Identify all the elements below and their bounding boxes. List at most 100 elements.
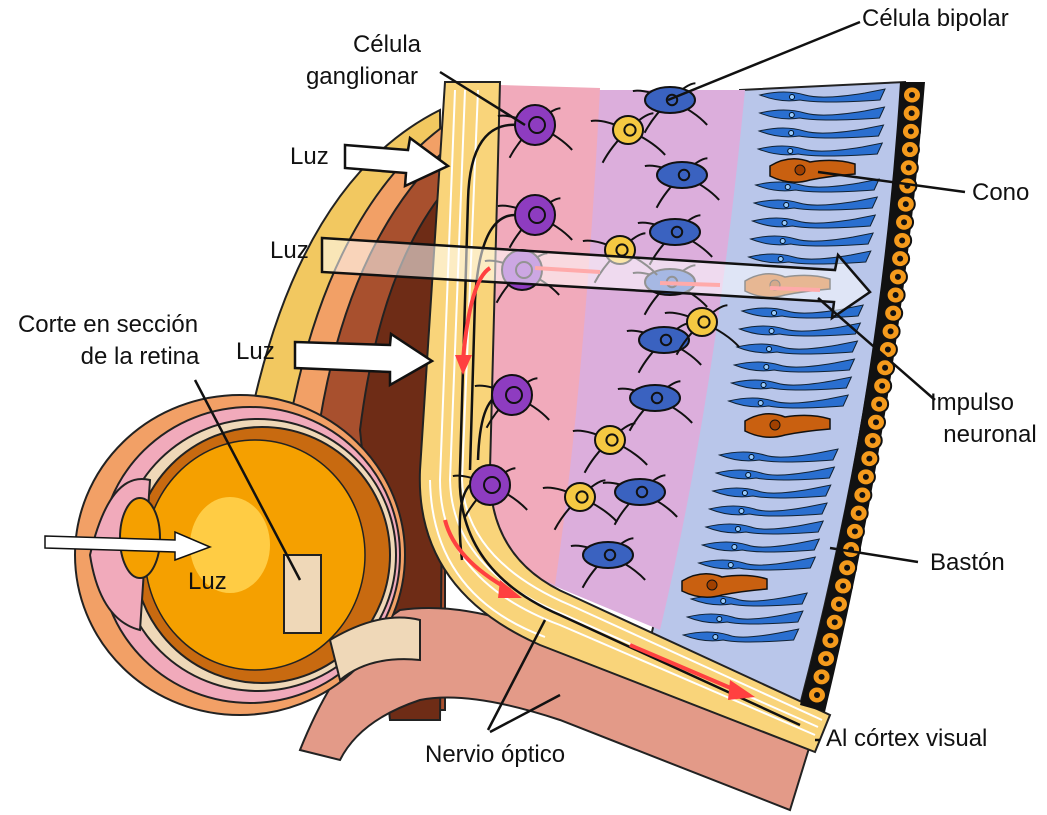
pigment-nucleus bbox=[827, 637, 834, 644]
pigment-epithelium bbox=[800, 82, 925, 712]
pigment-nucleus bbox=[859, 492, 866, 498]
pigment-nucleus bbox=[909, 92, 915, 98]
light-arrows bbox=[44, 135, 872, 562]
rod-nucleus bbox=[720, 598, 727, 604]
amacrine-cell-nucleus bbox=[575, 490, 589, 504]
label-light-2: Luz bbox=[270, 237, 309, 264]
pigment-nucleus bbox=[831, 619, 838, 626]
pigment-nucleus bbox=[907, 128, 914, 135]
pigment-nucleus bbox=[899, 237, 906, 244]
rod-cell bbox=[714, 466, 836, 481]
pigment-nucleus bbox=[872, 419, 879, 426]
rod-cells bbox=[681, 88, 886, 643]
bipolar-cell-nucleus bbox=[659, 333, 673, 347]
rod-nucleus bbox=[727, 562, 734, 568]
amacrine-cell-nucleus bbox=[605, 433, 619, 447]
rod-nucleus bbox=[789, 94, 795, 100]
rod-nucleus bbox=[768, 328, 775, 334]
pigment-nucleus bbox=[894, 273, 901, 280]
pigment-nucleus bbox=[884, 346, 891, 353]
light-arrow-1 bbox=[343, 135, 451, 189]
impulse-arrows bbox=[443, 266, 821, 694]
impulse-arrowheads bbox=[455, 355, 755, 700]
rod-cell bbox=[700, 538, 821, 553]
rod-cell bbox=[697, 556, 817, 571]
rod-nucleus bbox=[738, 508, 745, 514]
rod-nucleus bbox=[783, 202, 790, 208]
pigment-nucleus bbox=[869, 437, 876, 444]
nerve-fiber-layer bbox=[418, 81, 832, 754]
light-arrow-2 bbox=[293, 331, 435, 388]
pigment-nucleus bbox=[902, 201, 909, 208]
amacrine-cell-nucleus bbox=[615, 243, 629, 257]
bipolar-cell-nucleus bbox=[670, 225, 684, 239]
bipolar-cell-nucleus bbox=[635, 485, 649, 499]
pigment-nucleus bbox=[876, 401, 883, 408]
rod-nucleus bbox=[748, 454, 755, 460]
pigment-nucleus bbox=[866, 455, 873, 462]
ganglion-cell-nucleus bbox=[528, 206, 546, 224]
rod-nucleus bbox=[779, 238, 786, 244]
ganglion-cell-nucleus bbox=[528, 116, 546, 134]
rod-nucleus bbox=[763, 364, 770, 370]
pigment-nucleus bbox=[908, 110, 915, 117]
cone-cell bbox=[681, 573, 768, 598]
bipolar-cell-nucleus bbox=[677, 168, 691, 182]
pigment-nucleus bbox=[882, 364, 889, 371]
label-light-3: Luz bbox=[236, 338, 275, 365]
label-cone: Cono bbox=[972, 179, 1029, 206]
label-light-eye: Luz bbox=[188, 568, 227, 595]
leader-lines bbox=[193, 20, 966, 742]
cone-nucleus bbox=[794, 164, 806, 176]
rod-nucleus bbox=[788, 112, 795, 118]
rod-cell bbox=[707, 502, 828, 517]
ganglion-cell-nucleus bbox=[483, 476, 501, 494]
rod-nucleus bbox=[788, 130, 795, 136]
cone-cell bbox=[769, 158, 856, 183]
rod-nucleus bbox=[787, 148, 794, 154]
nerve-fibers bbox=[429, 89, 823, 736]
pigment-nucleus bbox=[862, 473, 869, 480]
label-rod: Bastón bbox=[930, 549, 1005, 576]
bipolar-cell-nucleus bbox=[650, 391, 664, 405]
pigment-nucleus bbox=[855, 510, 862, 517]
label-optic-nerve: Nervio óptico bbox=[425, 741, 565, 768]
rod-nucleus bbox=[777, 256, 784, 262]
rod-cell bbox=[704, 520, 825, 535]
rod-nucleus bbox=[760, 382, 767, 388]
pigment-nucleus bbox=[814, 692, 820, 698]
label-visual-cortex: Al córtex visual bbox=[826, 725, 987, 752]
rod-cell bbox=[681, 628, 800, 643]
pigment-nucleus bbox=[906, 146, 913, 153]
pigment-nucleus bbox=[844, 564, 851, 571]
pigment-nucleus bbox=[879, 382, 886, 389]
rod-nucleus bbox=[771, 310, 778, 316]
amacrine-cell-nucleus bbox=[697, 315, 711, 329]
rod-nucleus bbox=[731, 544, 738, 550]
rod-nucleus bbox=[716, 616, 723, 622]
cone-nucleus bbox=[706, 579, 718, 591]
bipolar-cell-nucleus bbox=[603, 548, 617, 562]
cone-cell bbox=[744, 413, 831, 438]
ganglion-cell-nucleus bbox=[505, 386, 523, 404]
rod-nucleus bbox=[741, 490, 748, 496]
pigment-nucleus bbox=[823, 655, 830, 662]
pigment-nucleus bbox=[905, 164, 912, 171]
rod-cell bbox=[711, 484, 832, 499]
rod-nucleus bbox=[734, 526, 741, 532]
eyeball bbox=[74, 394, 421, 716]
retina-section-marker bbox=[283, 554, 322, 634]
light-arrow-eye bbox=[44, 530, 213, 562]
rod-cell bbox=[685, 610, 804, 625]
rod-nucleus bbox=[784, 184, 791, 190]
pigment-nucleus bbox=[851, 528, 858, 535]
pigment-nucleus bbox=[835, 601, 842, 608]
pigment-nucleus bbox=[818, 673, 825, 680]
label-bipolar-cell: Célula bipolar bbox=[862, 5, 1009, 32]
pigment-nucleus bbox=[840, 582, 847, 589]
pigment-nucleus bbox=[890, 310, 897, 317]
